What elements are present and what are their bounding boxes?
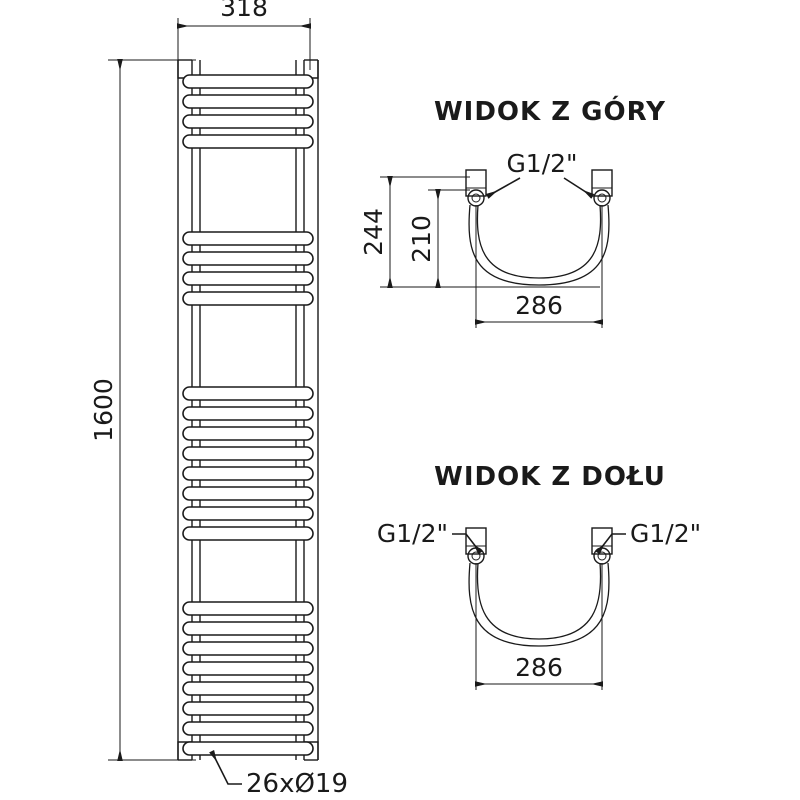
rung-bar	[182, 661, 314, 676]
top-view-group: WIDOK Z GÓRY G1/2"	[359, 95, 666, 328]
bottom-view-connectors	[465, 527, 613, 565]
dim-210-label: 210	[407, 215, 436, 263]
height-dimension-label: 1600	[89, 378, 118, 442]
connection-leader-right	[563, 177, 595, 199]
note-leader-line	[209, 749, 242, 785]
dim-244-label: 244	[359, 208, 388, 256]
bottom-view-connection-note-left: G1/2"	[377, 519, 483, 555]
rung-bar	[182, 601, 314, 616]
rung-bar	[182, 466, 314, 481]
width-dimension-318: 318	[177, 0, 311, 70]
rung-bar	[182, 701, 314, 716]
valve-bore-right	[597, 551, 607, 561]
rung-bar	[182, 621, 314, 636]
rung-bar	[182, 721, 314, 736]
rung-bar	[182, 271, 314, 286]
valve-bore-left	[471, 193, 481, 203]
valve-bore-right	[597, 193, 607, 203]
connector-body-right	[591, 527, 613, 555]
rung-bar	[182, 681, 314, 696]
top-view-u-pipe	[468, 204, 610, 286]
dimension-210: 210	[407, 189, 470, 288]
bottom-view-title: WIDOK Z DOŁU	[434, 462, 666, 492]
valve-circle-left	[467, 547, 485, 565]
rung-bar	[182, 94, 314, 109]
dimension-286-top: 286	[475, 205, 603, 328]
width-dimension-label: 318	[220, 0, 268, 22]
rung-bar	[182, 446, 314, 461]
bottom-view-connection-label-right: G1/2"	[630, 519, 701, 548]
connector-body-right	[591, 169, 613, 197]
rung-bar	[182, 134, 314, 149]
rung-count-label: 26xØ19	[246, 769, 348, 799]
connection-leader-left	[485, 177, 521, 199]
pipe-outer-curve	[468, 204, 610, 286]
dim-286-bottom-label: 286	[515, 653, 563, 682]
rung-bar	[182, 251, 314, 266]
rung-count-note: 26xØ19	[209, 749, 348, 799]
rung-bar	[182, 74, 314, 89]
valve-circle-right	[593, 547, 611, 565]
rung-bar	[182, 741, 314, 756]
rung-group-3	[182, 386, 314, 541]
bottom-view-group: WIDOK Z DOŁU G1/2" G1/2"	[377, 462, 701, 690]
top-view-title: WIDOK Z GÓRY	[434, 95, 666, 127]
rung-bar	[182, 426, 314, 441]
valve-circle-left	[467, 189, 485, 207]
top-view-connection-label: G1/2"	[506, 149, 577, 178]
connector-body-left	[465, 527, 487, 555]
pipe-inner-curve	[476, 562, 602, 640]
rung-bar	[182, 506, 314, 521]
top-view-connectors	[465, 169, 613, 207]
dimension-286-bottom: 286	[475, 563, 603, 690]
bottom-view-connection-note-right: G1/2"	[595, 519, 701, 555]
connector-body-left	[465, 169, 487, 197]
rung-group-4	[182, 601, 314, 756]
pipe-outer-curve	[468, 562, 610, 647]
rung-bar	[182, 231, 314, 246]
rung-bar	[182, 406, 314, 421]
rung-bar	[182, 641, 314, 656]
bottom-view-connection-label-left: G1/2"	[377, 519, 448, 548]
front-view-group: 318 1600	[89, 0, 348, 799]
rung-bar	[182, 526, 314, 541]
dimension-244: 244	[359, 176, 600, 288]
bottom-view-u-pipe	[468, 562, 610, 647]
rung-bar	[182, 386, 314, 401]
rung-bar	[182, 291, 314, 306]
valve-bore-left	[471, 551, 481, 561]
rung-bar	[182, 486, 314, 501]
top-view-connection-note: G1/2"	[485, 149, 595, 199]
pipe-inner-curve	[476, 204, 602, 279]
rung-group-1	[182, 74, 314, 149]
connection-leader-right	[595, 533, 626, 555]
height-dimension-1600: 1600	[89, 59, 196, 761]
valve-circle-right	[593, 189, 611, 207]
rung-group-2	[182, 231, 314, 306]
connection-leader-left	[452, 533, 483, 555]
rung-bar	[182, 114, 314, 129]
dim-286-top-label: 286	[515, 291, 563, 320]
